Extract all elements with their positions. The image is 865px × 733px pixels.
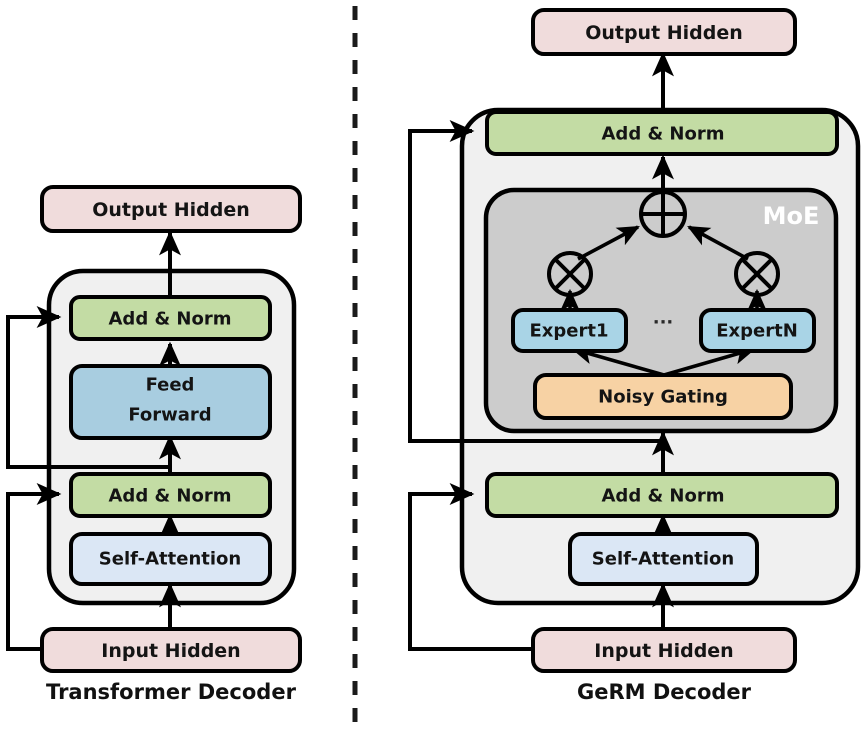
sum-operator	[639, 190, 687, 238]
experts-ellipsis: ...	[653, 308, 674, 329]
noisy-gating-label: Noisy Gating	[598, 387, 728, 408]
noisy-gating-block: Noisy Gating	[533, 373, 793, 420]
residual-attention-path	[6, 483, 62, 651]
transformer-decoder-panel: Output Hidden Add & Norm Feed Forward Ad…	[6, 185, 302, 704]
left-self-attention-label: Self-Attention	[99, 549, 241, 570]
left-self-attention-block: Self-Attention	[69, 532, 272, 586]
right-panel-caption: GeRM Decoder	[577, 680, 752, 704]
left-feed-forward-label-line1: Feed	[146, 375, 195, 396]
left-feed-forward-block: Feed Forward	[69, 364, 272, 440]
arrow-mul1-to-sum	[577, 225, 640, 261]
expert1-block: Expert1	[511, 308, 628, 353]
left-add-norm-bottom-block: Add & Norm	[69, 472, 272, 518]
arrow-mulN-to-sum	[687, 225, 749, 261]
multiply-operator-expertN	[734, 251, 780, 297]
right-residual-attention-path	[408, 483, 533, 651]
moe-label: MoE	[763, 202, 820, 230]
arrow-gating-to-expertN	[663, 345, 757, 377]
expert1-label: Expert1	[529, 321, 608, 342]
expertN-block: ExpertN	[699, 308, 816, 353]
right-output-hidden-block: Output Hidden	[531, 8, 797, 56]
germ-decoder-panel: MoE	[408, 8, 861, 704]
left-add-norm-top-block: Add & Norm	[69, 295, 272, 341]
arrow-gating-to-expert1	[570, 345, 665, 377]
left-add-norm-top-label: Add & Norm	[109, 309, 232, 330]
right-add-norm-bottom-label: Add & Norm	[602, 486, 725, 507]
residual-ffn-path	[6, 306, 170, 469]
left-input-hidden-label: Input Hidden	[101, 640, 240, 662]
right-self-attention-label: Self-Attention	[592, 549, 734, 570]
right-add-norm-bottom-block: Add & Norm	[485, 472, 839, 518]
left-input-hidden-block: Input Hidden	[40, 627, 302, 673]
right-add-norm-top-block: Add & Norm	[485, 110, 839, 156]
expertN-label: ExpertN	[716, 321, 798, 342]
left-panel-caption: Transformer Decoder	[46, 680, 297, 704]
residual-moe-path	[408, 120, 662, 443]
left-feed-forward-label-line2: Forward	[128, 405, 211, 426]
left-output-hidden-block: Output Hidden	[40, 185, 302, 233]
right-add-norm-top-label: Add & Norm	[602, 124, 725, 145]
left-output-hidden-label: Output Hidden	[92, 199, 250, 221]
left-add-norm-bottom-label: Add & Norm	[109, 486, 232, 507]
right-output-hidden-label: Output Hidden	[585, 22, 743, 44]
right-input-hidden-block: Input Hidden	[531, 627, 797, 673]
right-input-hidden-label: Input Hidden	[594, 640, 733, 662]
right-self-attention-block: Self-Attention	[568, 532, 759, 586]
multiply-operator-expert1	[547, 251, 593, 297]
